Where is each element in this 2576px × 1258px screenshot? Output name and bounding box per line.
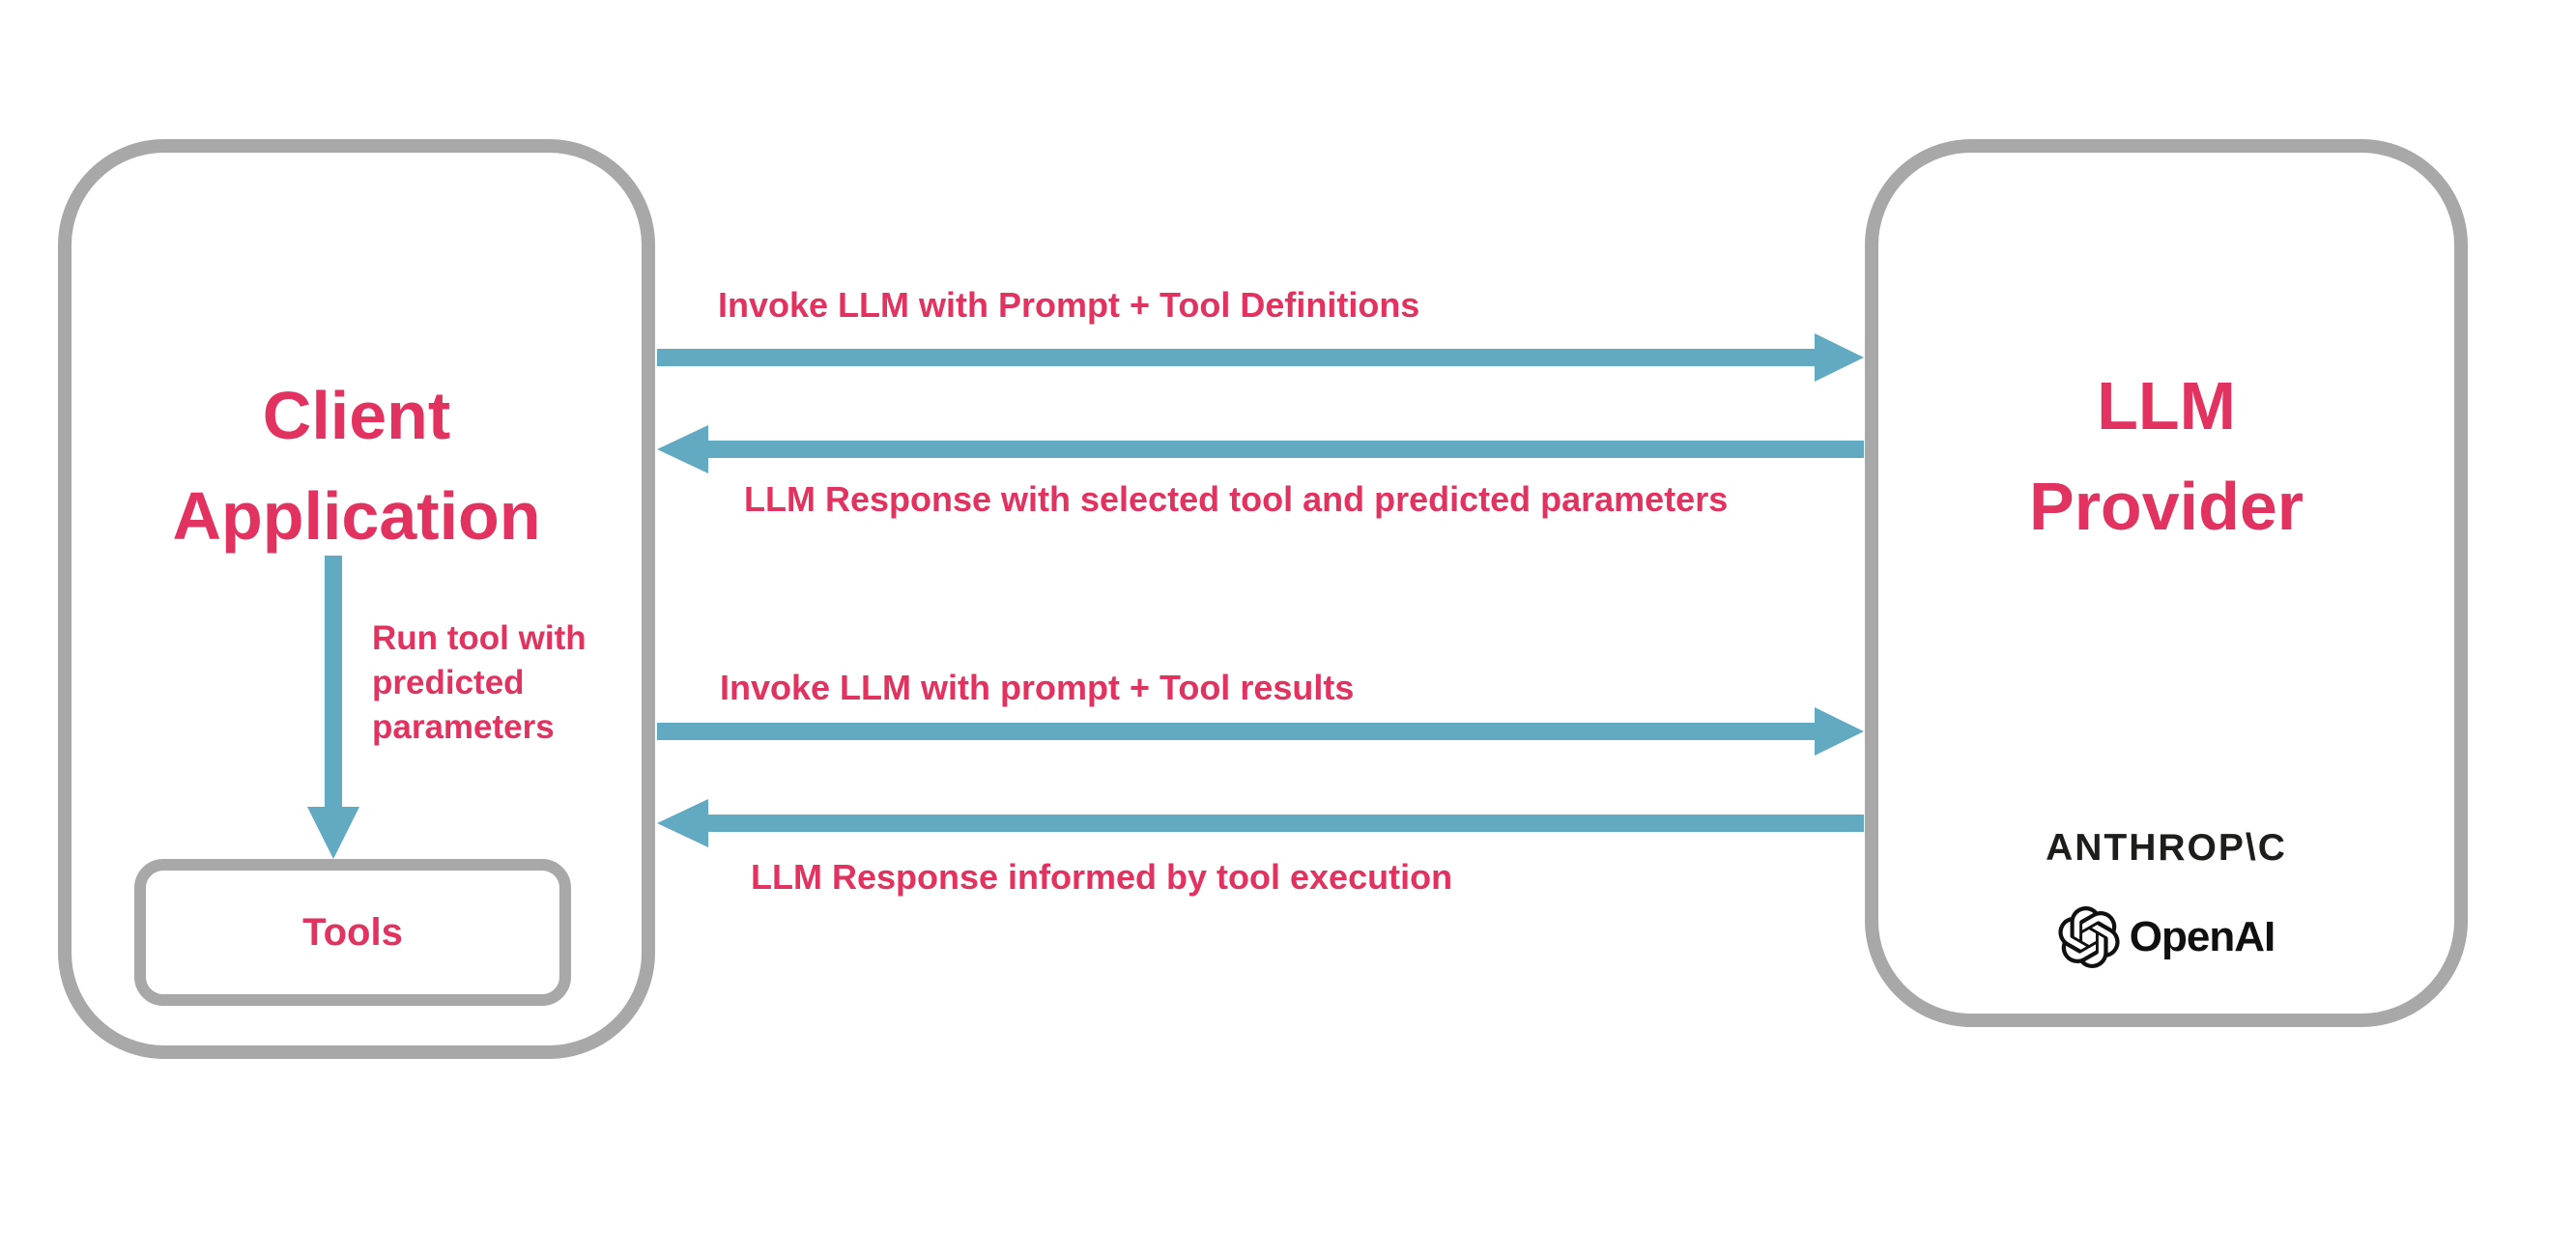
client-application-title: Client Application [172, 378, 541, 554]
openai-wordmark: OpenAI [2129, 913, 2275, 960]
arrow-label-invoke-definitions: Invoke LLM with Prompt + Tool Definition… [718, 285, 1420, 325]
arrow-label-response-selected-tool: LLM Response with selected tool and pred… [744, 479, 1729, 519]
openai-flower-icon [2058, 906, 2120, 968]
anthropic-wordmark: ANTHROP\C [2046, 827, 2287, 869]
tools-label: Tools [302, 910, 403, 954]
tools-box [134, 859, 571, 1006]
arrow-invoke-definitions-head [1815, 333, 1864, 382]
arrow-response-selected-tool-head [657, 425, 708, 473]
arrow-invoke-results-shaft [657, 723, 1815, 740]
run-tool-arrow-shaft [325, 556, 342, 807]
llm-provider-title: LLM Provider [2029, 368, 2304, 544]
arrow-invoke-results-head [1815, 707, 1864, 756]
arrow-response-informed-head [657, 799, 708, 847]
arrow-label-invoke-results: Invoke LLM with prompt + Tool results [720, 668, 1355, 707]
arrow-response-informed-shaft [708, 815, 1864, 832]
arrow-label-response-informed: LLM Response informed by tool execution [751, 857, 1453, 897]
arrow-invoke-definitions-shaft [657, 349, 1815, 366]
run-tool-label: Run tool with predicted parameters [372, 619, 587, 746]
openai-logo: OpenAI [1865, 904, 2468, 970]
llm-provider-box [1865, 139, 2468, 1027]
run-tool-arrow-head [307, 807, 359, 859]
arrow-response-selected-tool-shaft [708, 441, 1864, 458]
